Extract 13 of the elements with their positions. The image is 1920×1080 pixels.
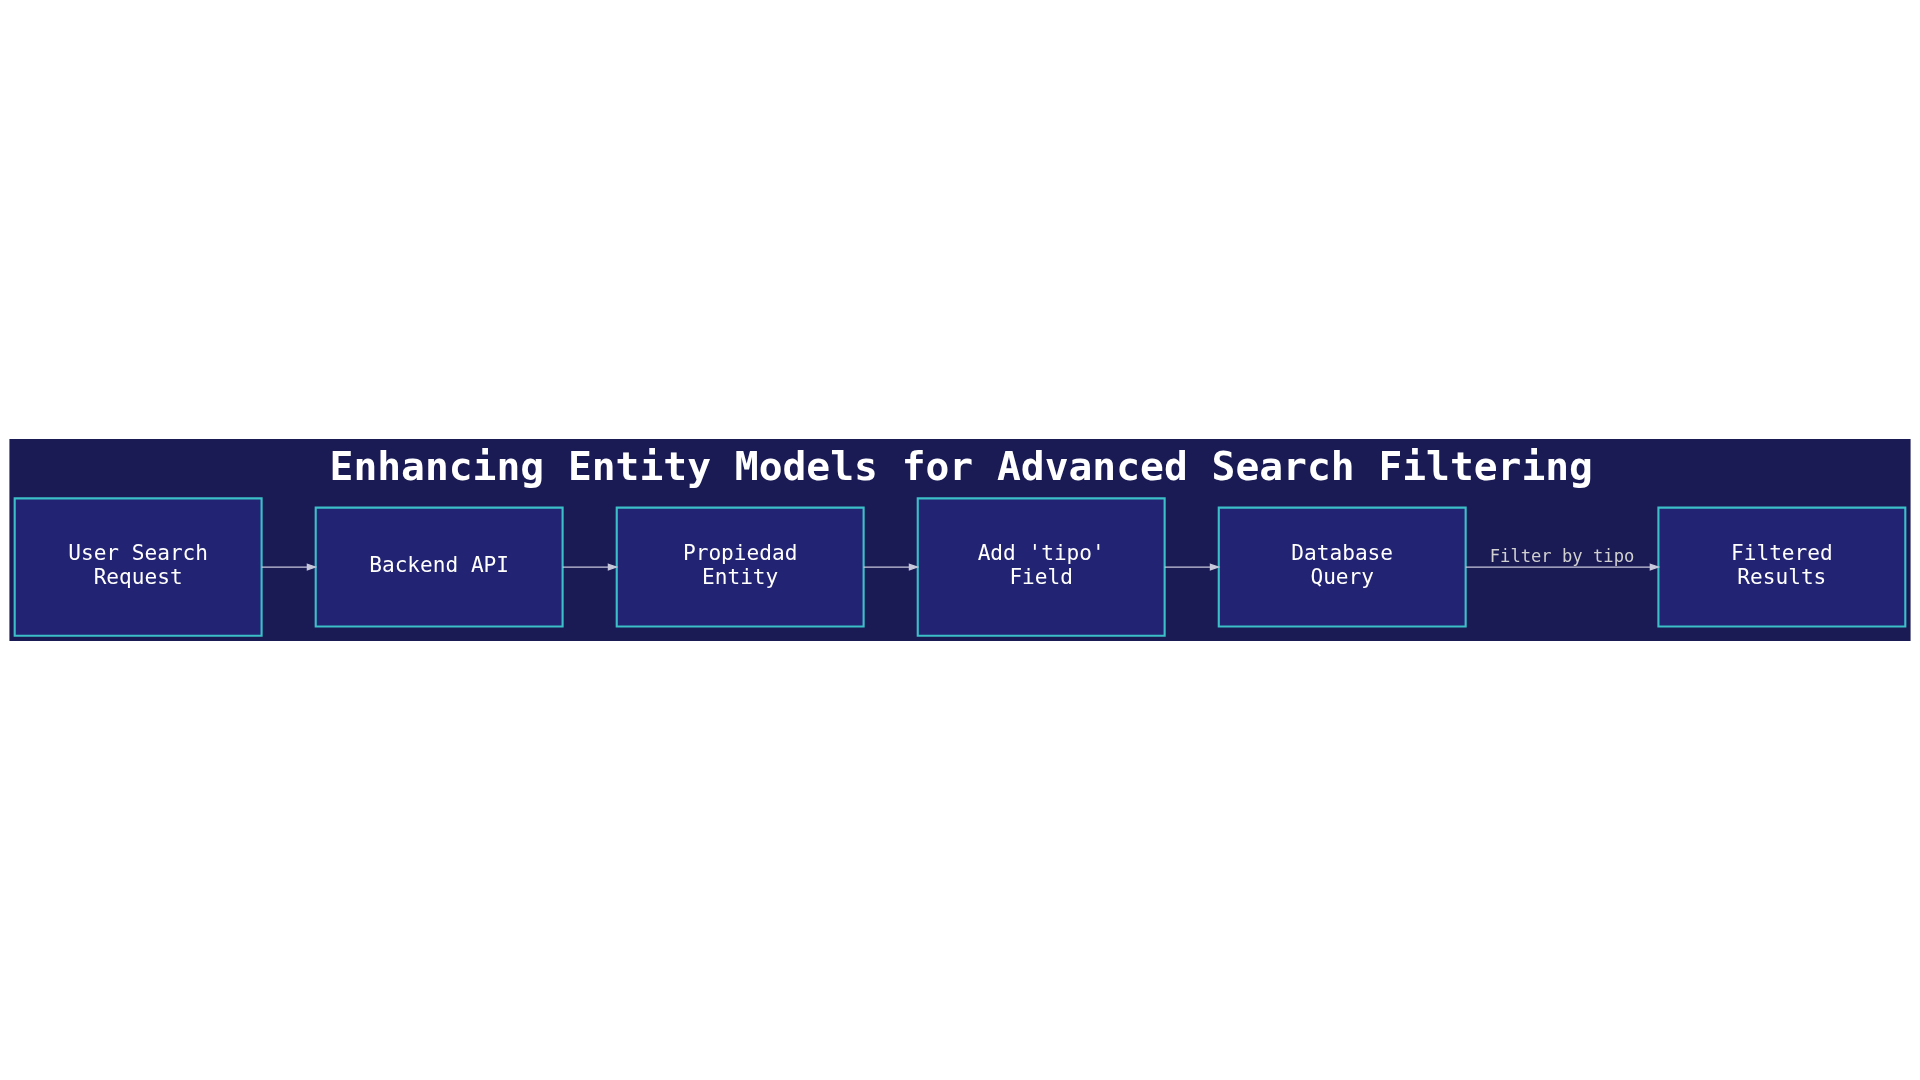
arrow [863, 563, 920, 571]
node-box: User Search Request [13, 497, 263, 637]
diagram-title: Enhancing Entity Models for Advanced Search Filtering [329, 442, 1593, 489]
node-box: Filtered Results [1657, 506, 1907, 628]
arrow [1164, 563, 1221, 571]
node-box: Add 'tipo' Field [916, 497, 1166, 637]
edge-label: Filter by tipo [1489, 546, 1635, 567]
node-box: Propiedad Entity [615, 506, 865, 628]
node-box: Backend API [314, 506, 564, 628]
node-box: Database Query [1217, 506, 1467, 628]
arrow [261, 563, 318, 571]
arrow [1465, 563, 1661, 571]
arrow [562, 563, 619, 571]
